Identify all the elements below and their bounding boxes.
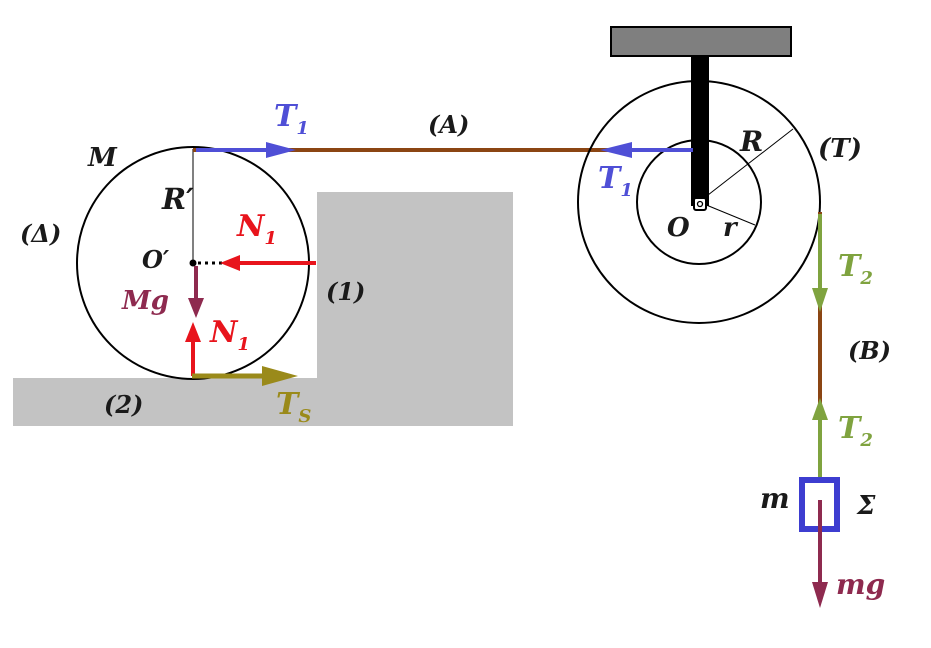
label-Mg: Mg	[121, 286, 169, 316]
label-pulley: (T)	[818, 134, 862, 164]
label-m: m	[760, 482, 790, 515]
label-R-prime: R′	[161, 182, 194, 216]
label-contact-2: (2)	[104, 390, 143, 419]
label-N1: N1	[236, 209, 277, 249]
force-N2-arrow	[185, 322, 201, 376]
force-T1-top-arrow	[196, 142, 296, 158]
axle-bolt	[693, 197, 707, 211]
label-rope-A: (A)	[428, 110, 469, 139]
label-T2-top: T2	[838, 249, 873, 289]
support-rod	[691, 56, 709, 206]
step-block	[317, 192, 513, 426]
label-N2: N1	[209, 315, 250, 355]
force-T2-bottom-arrow	[812, 398, 828, 478]
label-T2-bottom: T2	[838, 411, 873, 451]
label-O-prime: O′	[142, 245, 170, 274]
label-rope-B: (B)	[848, 336, 891, 365]
cylinder-center-dot	[189, 259, 197, 267]
force-N1-arrow	[220, 255, 316, 271]
label-T1-top: T1	[274, 99, 309, 139]
label-Ts: TS	[276, 387, 311, 427]
force-mg-arrow	[812, 500, 828, 608]
force-T1-pulley-arrow	[600, 142, 693, 158]
axle-pin	[696, 200, 704, 208]
force-Ts-arrow	[192, 366, 298, 386]
label-r: r	[723, 213, 739, 243]
label-delta: (Δ)	[20, 219, 61, 248]
label-R: R	[739, 125, 763, 158]
label-mg: mg	[836, 568, 885, 601]
label-M: M	[87, 143, 118, 173]
label-O: O	[667, 213, 690, 243]
pulley-radius-R	[698, 128, 794, 203]
force-Mg-arrow	[188, 266, 204, 318]
label-contact-1: (1)	[326, 277, 365, 306]
ceiling	[610, 26, 792, 57]
force-T2-top-arrow	[812, 214, 828, 312]
label-sigma: Σ	[856, 491, 876, 521]
label-T1-pulley: T1	[598, 161, 633, 201]
